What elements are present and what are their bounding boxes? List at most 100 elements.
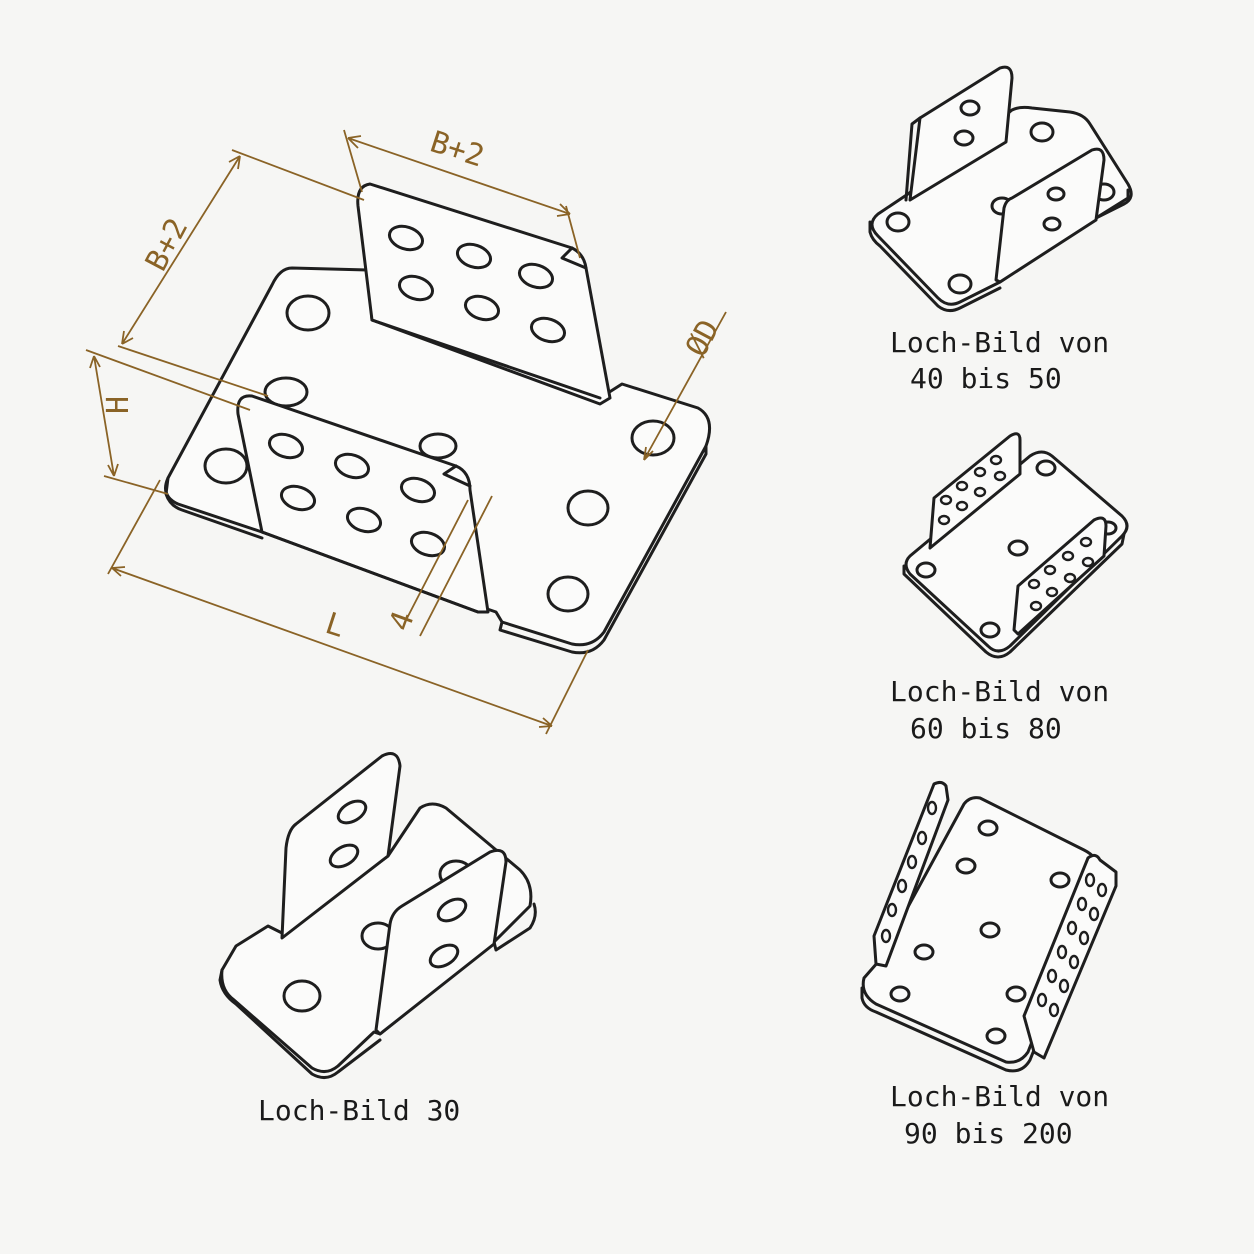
main-back-hole <box>529 316 567 344</box>
main-base-hole <box>630 419 676 457</box>
p90-back-hole <box>896 878 908 894</box>
main-back-hole <box>463 294 501 322</box>
main-back-hole <box>517 262 555 290</box>
p90-base-hole <box>977 819 999 837</box>
p90-base-hole <box>889 985 911 1003</box>
p60-front-hole <box>1079 536 1093 548</box>
p30-back-hole <box>336 799 368 825</box>
p30-front-hole <box>436 897 468 923</box>
p90-front-hole <box>1058 978 1070 994</box>
main-back-hole <box>455 242 493 270</box>
p90-front-hole <box>1096 882 1108 898</box>
caption-pattern-40-50-line1: Loch-Bild von <box>890 326 1109 359</box>
p90-back-flange <box>872 780 950 968</box>
dim-line-width-left <box>117 149 365 397</box>
dim-label-thickness: 4 <box>383 607 422 636</box>
p90-front-hole <box>1084 872 1096 888</box>
p90-front-hole <box>1076 896 1088 912</box>
caption-pattern-90-200-line2: 90 bis 200 <box>904 1117 1073 1150</box>
p30-front-hole <box>428 943 460 969</box>
dim-line-height <box>85 349 251 495</box>
p40-base-hole <box>885 211 911 233</box>
main-front-hole <box>399 476 437 504</box>
p60-back-hole <box>989 454 1003 466</box>
p90-front-hole <box>1066 920 1078 936</box>
p90-back-hole <box>926 800 938 816</box>
p90-front-hole <box>1078 930 1090 946</box>
main-front-hole <box>409 530 447 558</box>
main-back-hole <box>387 224 425 252</box>
p90-base-hole <box>1005 985 1027 1003</box>
bracket-pattern-90-200 <box>860 780 1118 1073</box>
p90-front-hole <box>1046 968 1058 984</box>
p60-base-hole <box>1035 459 1057 477</box>
p40-back-hole <box>953 129 975 147</box>
p90-front-hole <box>1048 1002 1060 1018</box>
p60-back-hole <box>955 500 969 512</box>
main-back-hole <box>397 274 435 302</box>
main-base-hole <box>546 575 590 613</box>
main-base-hole <box>285 294 331 332</box>
dim-label-diameter: ØD <box>679 314 727 362</box>
bracket-pattern-30 <box>218 752 537 1079</box>
caption-pattern-30: Loch-Bild 30 <box>258 1094 460 1127</box>
main-base-hole <box>418 432 458 460</box>
p60-back-hole <box>973 486 987 498</box>
dim-line-length <box>107 479 589 735</box>
p60-front-hole <box>1063 572 1077 584</box>
p40-back-hole <box>959 99 981 117</box>
dim-line-diameter <box>643 311 727 461</box>
p60-front-hole <box>1043 564 1057 576</box>
p90-front-hole <box>1068 954 1080 970</box>
p90-front-hole <box>1088 906 1100 922</box>
p60-base-hole <box>915 561 937 579</box>
p60-back-hole <box>973 466 987 478</box>
main-base-hole <box>203 447 249 485</box>
p60-base-hole <box>1007 539 1029 557</box>
p60-back-hole <box>937 514 951 526</box>
p30-back-hole <box>328 843 360 869</box>
main-base-hole <box>263 376 309 408</box>
p90-front-hole <box>1056 944 1068 960</box>
p60-plate-thickness <box>902 532 1126 659</box>
p40-base-hole <box>1029 121 1055 143</box>
p60-front-hole <box>1081 556 1095 568</box>
p60-base-hole <box>979 621 1001 639</box>
p90-back-hole <box>886 902 898 918</box>
caption-pattern-60-80-line1: Loch-Bild von <box>890 675 1109 708</box>
p90-back-hole <box>906 854 918 870</box>
p90-base-hole <box>955 857 977 875</box>
p90-base-hole <box>1049 871 1071 889</box>
main-front-hole <box>345 506 383 534</box>
caption-pattern-40-50-line2: 40 bis 50 <box>910 362 1062 395</box>
p60-front-hole <box>1027 578 1041 590</box>
dimension-lines <box>85 129 727 735</box>
p30-plate-thickness <box>218 902 537 1079</box>
main-back-flange-fold <box>370 246 602 400</box>
p90-base-hole <box>979 921 1001 939</box>
p90-base-hole <box>985 1027 1007 1045</box>
bracket-pattern-60-80 <box>902 432 1129 659</box>
p40-front-hole <box>1042 216 1062 232</box>
main-front-hole <box>279 484 317 512</box>
p90-front-flange <box>1022 853 1118 1060</box>
bracket-pattern-40-50 <box>868 65 1133 313</box>
p60-front-hole <box>1029 600 1043 612</box>
dim-label-width-left: B+2 <box>139 213 195 277</box>
dim-line-width-top <box>343 129 581 259</box>
p60-back-hole <box>955 480 969 492</box>
p90-plate-thickness <box>860 986 1036 1073</box>
dim-line-thickness <box>403 495 493 637</box>
p90-back-hole <box>916 830 928 846</box>
p40-front-flange <box>994 147 1106 284</box>
p30-front-flange <box>374 848 508 1036</box>
p60-back-hole <box>993 470 1007 482</box>
p40-front-hole <box>1046 186 1066 202</box>
main-front-hole <box>333 452 371 480</box>
p60-front-hole <box>1045 586 1059 598</box>
p60-front-hole <box>1061 550 1075 562</box>
main-base-hole <box>566 489 610 527</box>
p90-back-hole <box>880 928 892 944</box>
